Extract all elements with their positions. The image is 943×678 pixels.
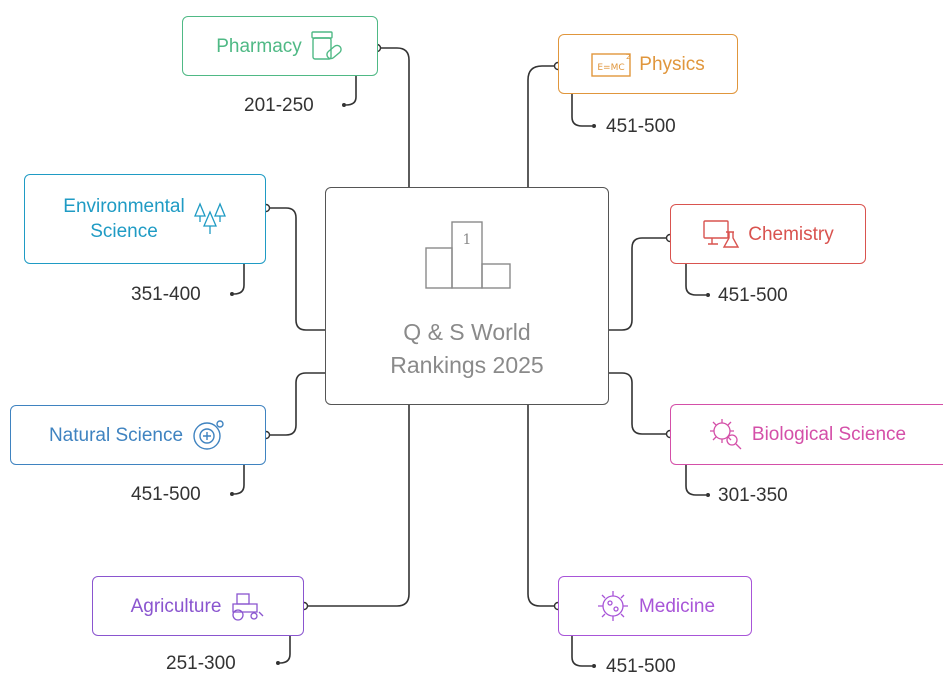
rank-environmental-science: 351-400 — [131, 284, 201, 305]
node-label: Natural Science — [48, 424, 184, 446]
node-label: Agriculture — [130, 595, 222, 617]
podium-icon: 1 — [425, 221, 511, 289]
rank-pharmacy: 201-250 — [244, 95, 314, 116]
tractor-icon — [232, 593, 264, 621]
virus-icon — [597, 591, 628, 621]
connector-environmental — [266, 207, 325, 331]
node-label: Biological Science — [751, 424, 907, 445]
podium-number: 1 — [463, 232, 472, 248]
pill-bottle-icon — [311, 31, 342, 60]
connector-physics — [527, 65, 558, 187]
formula-icon: E=MC 2 — [591, 53, 631, 77]
node-physics[interactable]: E=MC 2 Physics — [558, 34, 738, 94]
rank-pointer-agriculture — [279, 636, 291, 664]
connector-medicine — [527, 405, 558, 607]
node-label: Medicine — [638, 595, 716, 617]
connector-agriculture — [304, 405, 410, 607]
rank-pointer-pharmacy — [345, 76, 357, 106]
rank-pointer-environmental — [233, 264, 245, 295]
node-label: Pharmacy — [216, 35, 302, 57]
rank-pointer-physics — [571, 94, 592, 127]
connector-chemistry — [609, 237, 670, 331]
rank-pointer-medicine — [571, 636, 592, 667]
rank-agriculture: 251-300 — [166, 653, 236, 674]
node-pharmacy[interactable]: Pharmacy — [182, 16, 378, 76]
rank-medicine: 451-500 — [606, 656, 676, 677]
lab-monitor-icon — [703, 220, 740, 248]
connector-biological — [609, 372, 670, 435]
microbe-search-icon — [709, 418, 742, 449]
svg-text:2: 2 — [626, 53, 630, 61]
node-biological-science[interactable]: Biological Science — [670, 404, 943, 465]
node-label: Environmental Science — [63, 196, 185, 242]
node-agriculture[interactable]: Agriculture — [92, 576, 304, 636]
node-medicine[interactable]: Medicine — [558, 576, 752, 636]
central-title: Q & S World Rankings 2025 — [390, 319, 544, 378]
node-label: Chemistry — [748, 223, 834, 245]
svg-text:E=MC: E=MC — [598, 63, 625, 73]
atom-circle-icon — [193, 420, 224, 450]
central-topic: 1 Q & S World Rankings 2025 — [325, 187, 609, 405]
node-natural-science[interactable]: Natural Science — [10, 405, 266, 465]
connector-pharmacy — [377, 47, 410, 187]
rank-pointer-natural — [233, 465, 245, 495]
rank-pointer-biological — [685, 465, 706, 496]
rank-biological-science: 301-350 — [718, 485, 788, 506]
node-environmental-science[interactable]: Environmental Science — [24, 174, 266, 264]
node-label: Physics — [639, 53, 705, 75]
rank-pointer-chemistry — [685, 263, 706, 296]
connector-natural — [266, 372, 325, 436]
rank-physics: 451-500 — [606, 116, 676, 137]
trees-icon — [193, 202, 226, 234]
rank-chemistry: 451-500 — [718, 285, 788, 306]
node-chemistry[interactable]: Chemistry — [670, 204, 866, 264]
rank-natural-science: 451-500 — [131, 484, 201, 505]
